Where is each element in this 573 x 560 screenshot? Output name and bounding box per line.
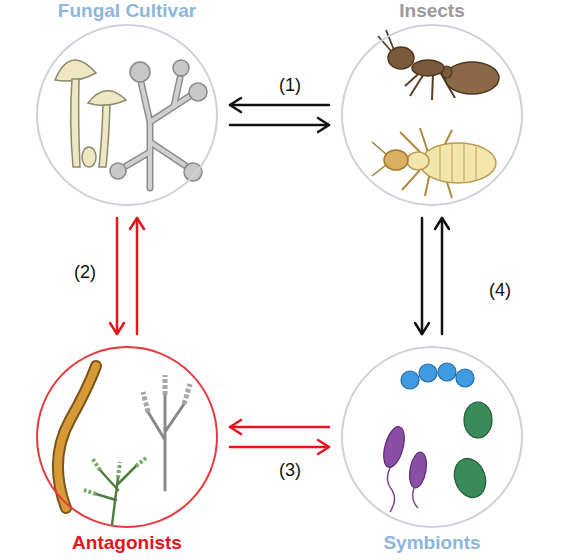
mushroom-bud [82,147,96,167]
termite-abdomen [420,143,496,183]
spore-chain [143,375,190,412]
double-arrow [230,98,329,132]
callout-number: (1) [277,75,303,95]
double-arrow [415,218,449,334]
termite-segments [440,144,476,183]
callout-number: (4) [487,280,513,300]
coccus [456,369,474,387]
arrow-head [230,98,241,112]
mold-spores [84,458,146,494]
nematode [58,366,96,508]
rod-bacterium [407,451,429,489]
mushroom-cap [55,60,96,81]
arrow-shaft [116,218,119,334]
mushroom-stem [71,79,80,167]
mushroom-cap [88,91,126,106]
gongylidium [173,60,189,76]
gongylidium [110,163,126,179]
callout-number: (2) [72,262,98,282]
ant-gaster [445,62,499,94]
circle-node: Insects [341,24,523,206]
arrow-head [318,118,329,132]
callout-number: (3) [277,460,303,480]
coccus [401,371,419,389]
arrow-head [435,218,449,229]
arrow-shaft [230,446,329,449]
arrow-shaft [230,104,329,107]
circle-node: Symbionts [341,346,523,528]
ant-head [388,47,414,69]
arrow-shaft [421,218,424,334]
nematode-outline [58,366,96,508]
coccus [419,364,437,382]
gongylidium [189,83,207,101]
gongylidium [184,163,202,181]
gongylidium [130,62,150,82]
oval-bacterium [464,402,492,438]
arrow-head [415,323,429,334]
termite-head [384,150,408,170]
mushroom-stem [99,105,110,167]
double-arrow [230,420,329,454]
arrow-head [230,420,241,434]
ant-thorax [412,60,444,76]
node-heading: Fungal Cultivar [58,0,196,22]
conidiophore [148,395,184,490]
termite-antennae [372,142,386,176]
double-arrow [110,218,144,334]
arrow-head [318,440,329,454]
mold-branch [96,466,136,525]
hypha-outline [126,78,190,188]
arrow-shaft [441,218,444,334]
arrow-head [110,323,124,334]
rod-bacterium [380,424,408,469]
circle-node: Antagonists [36,346,218,528]
node-heading: Antagonists [72,532,182,554]
ant-antennae [378,30,394,52]
oval-bacterium [449,454,491,502]
termite-thorax [407,152,429,170]
arrow-shaft [230,124,329,127]
hypha [126,78,190,188]
arrow-shaft [136,218,139,334]
circle-node: Fungal Cultivar [36,24,218,206]
node-heading: Insects [399,0,464,22]
arrow-head [130,218,144,229]
coccus [438,363,456,381]
arrow-shaft [230,426,329,429]
node-heading: Symbionts [383,532,480,554]
